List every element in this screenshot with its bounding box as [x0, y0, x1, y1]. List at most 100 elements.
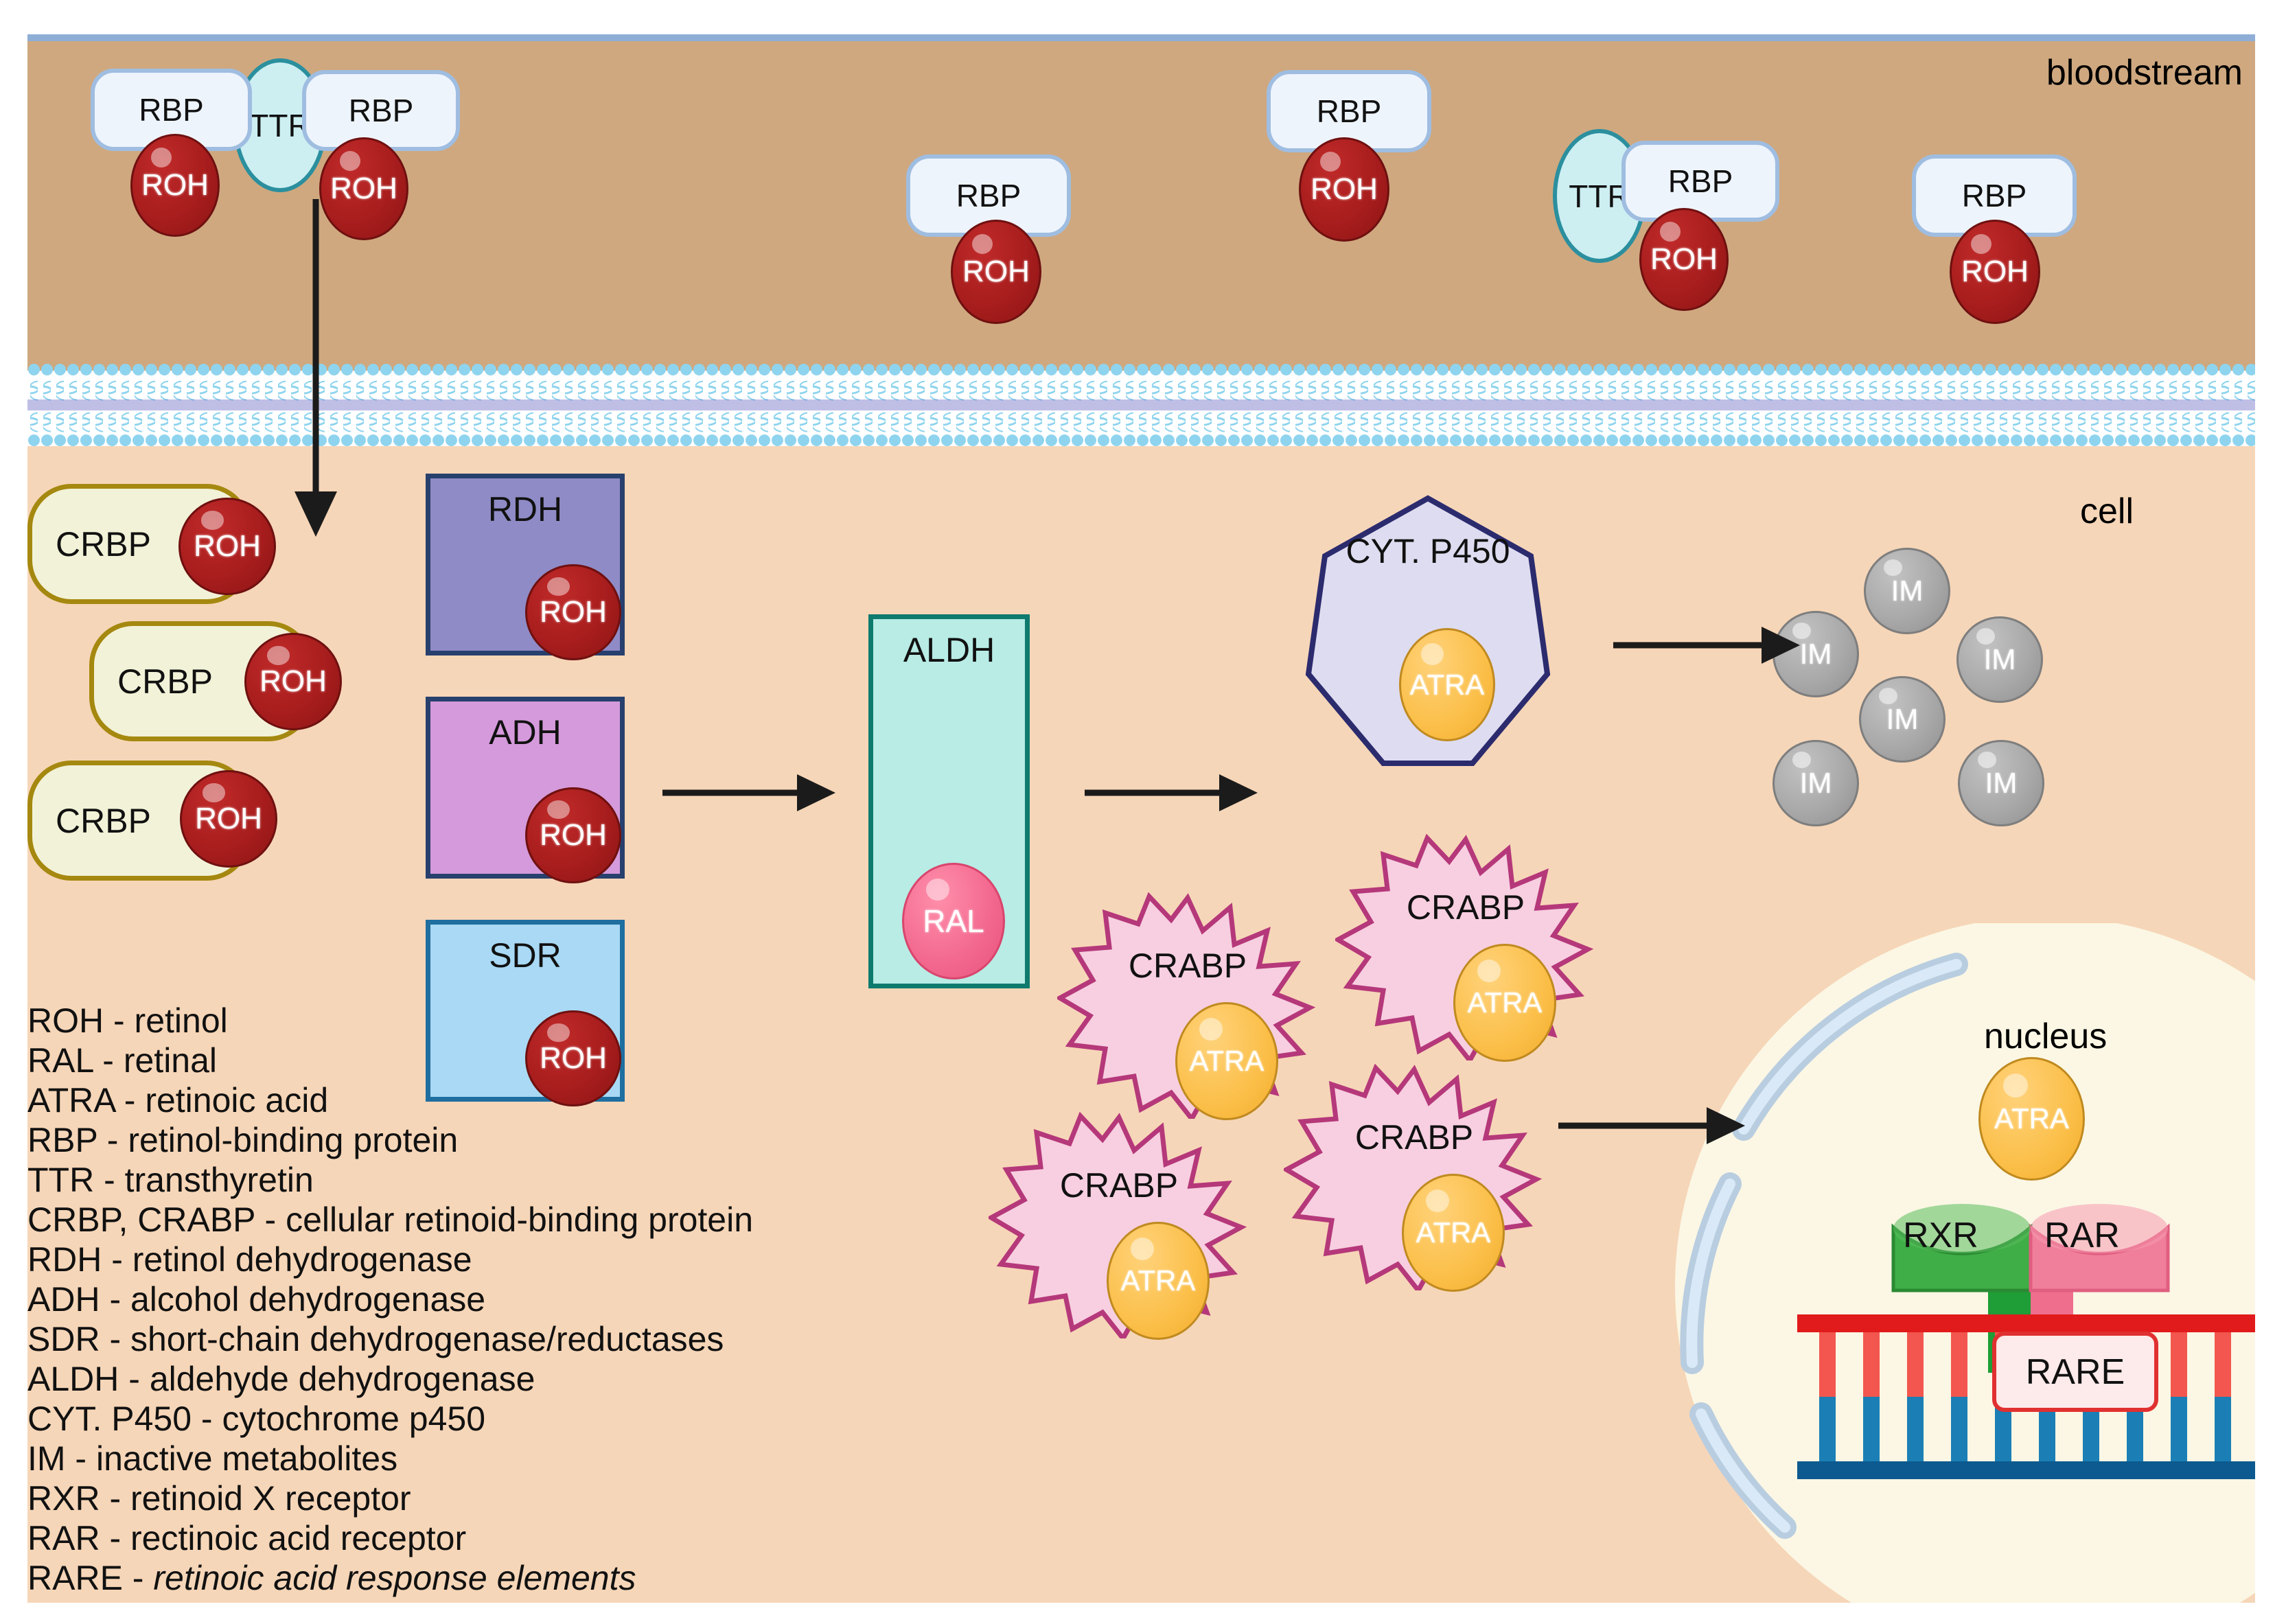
atra-blob[interactable]: ATRA [1978, 1057, 2085, 1181]
phospholipid [523, 405, 536, 446]
phospholipid [1919, 364, 1932, 405]
im-sphere[interactable]: IM [1773, 611, 1859, 697]
phospholipid [706, 405, 719, 446]
rbp-capsule[interactable]: RBP [91, 69, 252, 151]
atra-blob[interactable]: ATRA [1107, 1222, 1210, 1340]
cyt-p450-shape[interactable]: CYT. P450 ATRA [1304, 494, 1551, 769]
cell-label: cell [2080, 491, 2134, 531]
phospholipid [1932, 364, 1945, 405]
crabp-label: CRABP [1406, 888, 1525, 927]
im-label: IM [1891, 575, 1924, 607]
crabp-star[interactable]: CRABP ATRA [1335, 834, 1596, 1062]
phospholipid [575, 364, 588, 405]
roh-blob[interactable]: ROH [319, 137, 408, 240]
atra-blob[interactable]: ATRA [1402, 1174, 1505, 1292]
phospholipid [393, 405, 406, 446]
rbp-label: RBP [139, 92, 204, 128]
phospholipid [1606, 364, 1619, 405]
phospholipid [1567, 364, 1580, 405]
phospholipid [367, 405, 380, 446]
phospholipid [223, 405, 236, 446]
im-sphere[interactable]: IM [1859, 676, 1946, 763]
phospholipid [614, 405, 627, 446]
phospholipid [1384, 405, 1397, 446]
phospholipid [1084, 364, 1097, 405]
phospholipid [445, 405, 458, 446]
phospholipid [1527, 364, 1540, 405]
roh-blob[interactable]: ROH [180, 770, 277, 868]
phospholipid [1254, 405, 1267, 446]
phospholipid [41, 364, 54, 405]
sdr-enzyme-box[interactable]: SDR ROH [426, 920, 625, 1106]
phospholipid [1867, 364, 1880, 405]
phospholipid [954, 364, 967, 405]
phospholipid [745, 405, 758, 446]
ral-blob[interactable]: RAL [902, 863, 1005, 979]
membrane-outer-leaflet [27, 364, 2255, 405]
phospholipid [2049, 364, 2062, 405]
phospholipid [145, 405, 158, 446]
plasma-membrane [27, 364, 2255, 446]
legend-abbr: RBP - [27, 1121, 128, 1159]
adh-enzyme-box[interactable]: ADH ROH [426, 697, 625, 883]
crabp-star[interactable]: CRABP ATRA [989, 1112, 1249, 1340]
roh-blob[interactable]: ROH [1950, 220, 2040, 324]
phospholipid [1410, 364, 1423, 405]
roh-blob[interactable]: ROH [1639, 208, 1729, 311]
phospholipid [484, 364, 497, 405]
phospholipid [1475, 405, 1488, 446]
phospholipid [1514, 405, 1527, 446]
phospholipid [901, 405, 914, 446]
legend-item: SDR - short-chain dehydrogenase/reductas… [27, 1319, 753, 1359]
rdh-enzyme-box[interactable]: RDH ROH [426, 474, 625, 660]
legend-abbr: RAR - [27, 1519, 130, 1557]
phospholipid [2101, 405, 2114, 446]
phospholipid [93, 405, 106, 446]
legend-item: RAL - retinal [27, 1041, 753, 1080]
roh-blob[interactable]: ROH [525, 564, 621, 660]
phospholipid [1110, 405, 1123, 446]
phospholipid [2062, 405, 2075, 446]
im-sphere[interactable]: IM [1773, 740, 1859, 826]
phospholipid [1019, 364, 1032, 405]
phospholipid [1619, 364, 1632, 405]
phospholipid [1658, 405, 1671, 446]
crabp-star[interactable]: CRABP ATRA [1284, 1064, 1545, 1292]
crbp-label: CRBP [56, 524, 151, 564]
atra-blob[interactable]: ATRA [1175, 1002, 1278, 1120]
atra-blob[interactable]: ATRA [1399, 628, 1495, 741]
roh-blob[interactable]: ROH [525, 1010, 621, 1106]
roh-blob[interactable]: ROH [244, 633, 342, 730]
roh-blob[interactable]: ROH [525, 787, 621, 883]
phospholipid [1201, 405, 1214, 446]
phospholipid [1580, 405, 1593, 446]
roh-blob[interactable]: ROH [178, 498, 276, 595]
im-sphere[interactable]: IM [1956, 616, 2043, 703]
rbp-capsule[interactable]: RBP [302, 70, 460, 151]
phospholipid [1893, 405, 1906, 446]
aldh-enzyme-box[interactable]: ALDH RAL [868, 614, 1030, 988]
rare-badge[interactable]: RARE [1992, 1332, 2158, 1412]
phospholipid [1984, 405, 1997, 446]
crabp-star[interactable]: CRABP ATRA [1057, 892, 1318, 1120]
roh-blob[interactable]: ROH [130, 134, 220, 237]
legend-definition: inactive metabolites [95, 1439, 398, 1478]
phospholipid [1697, 364, 1710, 405]
legend-item: RAR - rectinoic acid receptor [27, 1518, 753, 1558]
phospholipid [1736, 364, 1749, 405]
phospholipid [562, 364, 575, 405]
im-sphere[interactable]: IM [1864, 548, 1950, 634]
legend-item: RDH - retinol dehydrogenase [27, 1240, 753, 1279]
im-sphere[interactable]: IM [1958, 740, 2044, 826]
phospholipid [1671, 364, 1684, 405]
atra-blob[interactable]: ATRA [1453, 944, 1556, 1062]
phospholipid [627, 405, 640, 446]
rbp-capsule[interactable]: RBP [1621, 141, 1779, 222]
roh-blob[interactable]: ROH [951, 220, 1041, 324]
phospholipid [119, 405, 132, 446]
phospholipid [1801, 405, 1814, 446]
roh-blob[interactable]: ROH [1299, 137, 1389, 242]
phospholipid [1932, 405, 1945, 446]
phospholipid [1462, 364, 1475, 405]
phospholipid [1762, 364, 1775, 405]
